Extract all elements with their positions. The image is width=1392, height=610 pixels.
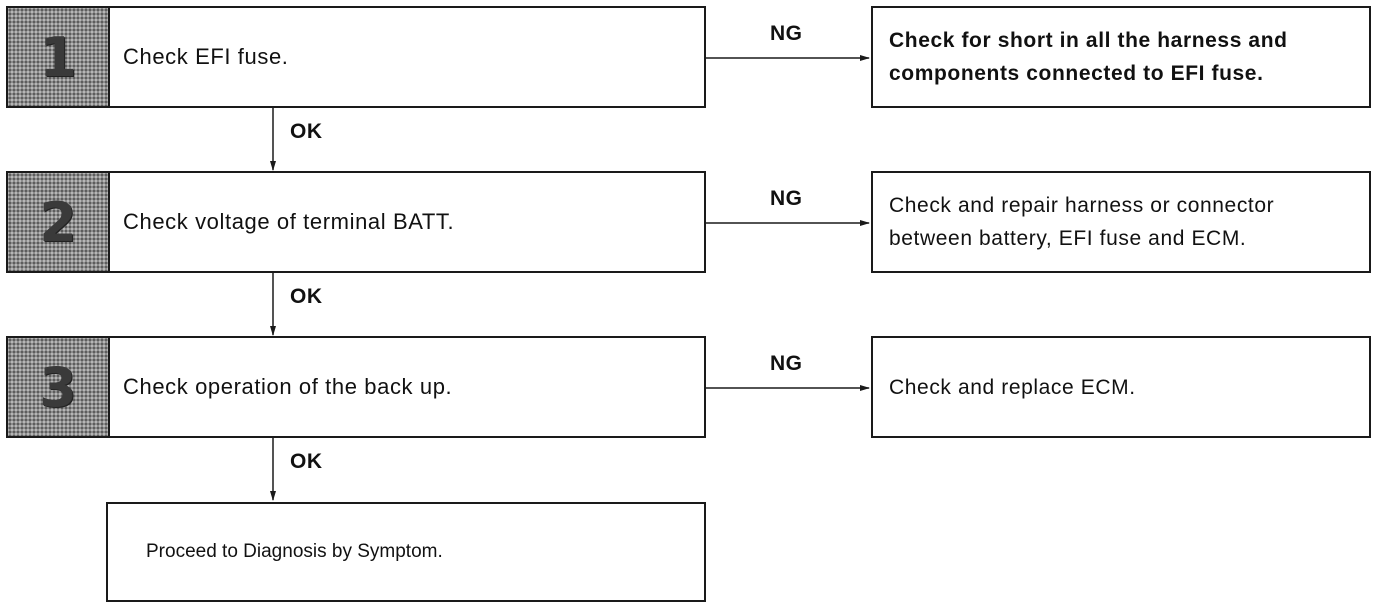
final-box: Proceed to Diagnosis by Symptom. [106,502,706,602]
final-text: Proceed to Diagnosis by Symptom. [146,541,443,562]
ng-label-3: NG [770,352,803,375]
ok-label-2: OK [290,285,323,308]
step-text-1: Check EFI fuse. [123,44,289,69]
step-number-cell-3: 3 [8,338,110,436]
ng-action-box-1: Check for short in all the harness and c… [871,6,1371,108]
ng-action-box-2: Check and repair harness or connector be… [871,171,1371,273]
ng-label-1: NG [770,22,803,45]
step-text-3: Check operation of the back up. [123,374,453,399]
step-text-2: Check voltage of terminal BATT. [123,209,455,234]
ng-action-box-3: Check and replace ECM. [871,336,1371,438]
step-number-cell-2: 2 [8,173,110,271]
step-number-1: 1 [39,25,77,89]
ok-label-1: OK [290,120,323,143]
ng-action-text-3: Check and replace ECM. [889,375,1136,399]
step-number-3: 3 [39,355,77,419]
step-number-cell-1: 1 [8,8,110,106]
step-box-3: 3 Check operation of the back up. [6,336,706,438]
step-box-1: 1 Check EFI fuse. [6,6,706,108]
ok-label-3: OK [290,450,323,473]
step-box-2: 2 Check voltage of terminal BATT. [6,171,706,273]
step-number-2: 2 [39,190,77,254]
ng-action-text-2: Check and repair harness or connector be… [889,194,1275,250]
ng-action-text-1: Check for short in all the harness and c… [889,29,1288,85]
ng-label-2: NG [770,187,803,210]
